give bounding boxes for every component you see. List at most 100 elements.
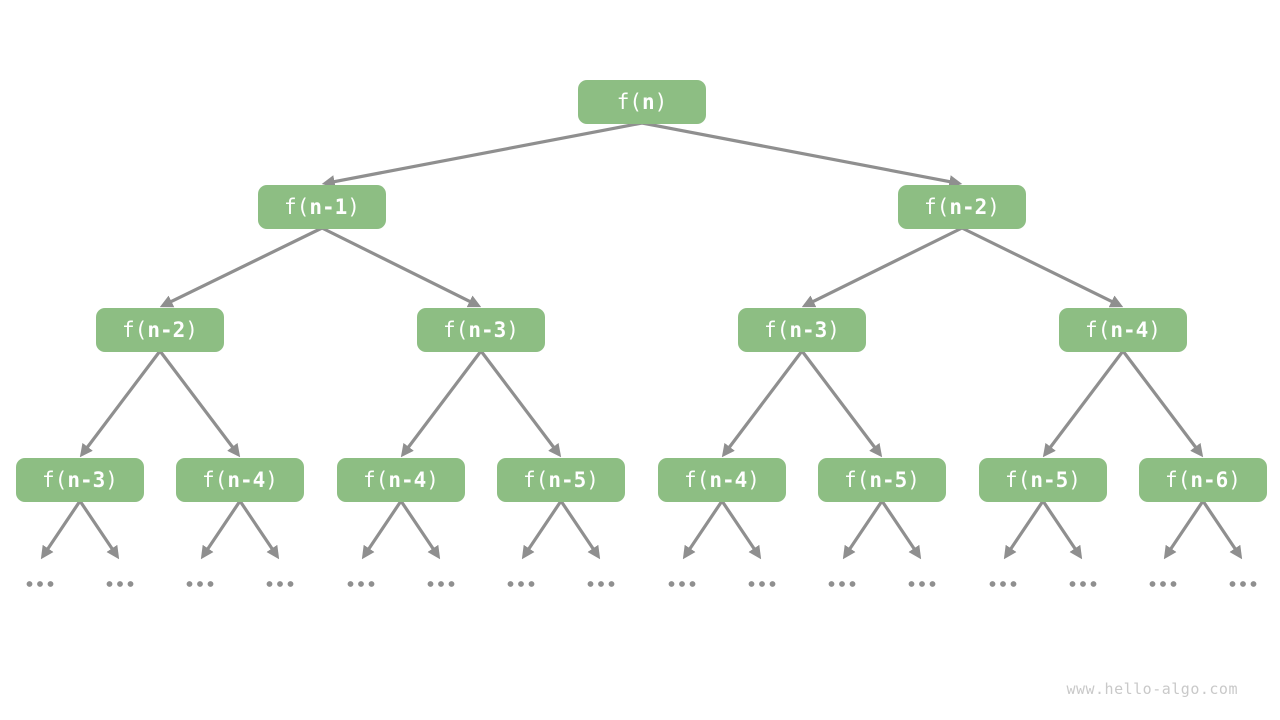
ellipsis-dots-layer	[26, 581, 1257, 587]
node-label-suffix: )	[586, 467, 599, 492]
node-label-argument: n-5	[548, 467, 587, 492]
edge-root-R	[641, 121, 963, 188]
node-label-prefix: f(	[42, 467, 68, 492]
node-label-prefix: f(	[523, 467, 549, 492]
leaf-arrow-LRR-left	[521, 500, 563, 560]
edge-R-RL	[801, 226, 963, 308]
tree-node-LRR: f(n-5)	[497, 458, 625, 502]
ellipsis-dot	[207, 581, 214, 587]
ellipsis-RRR-left	[1149, 581, 1177, 587]
leaf-arrow-LRL-left	[361, 500, 403, 560]
ellipsis-RRL-right	[1069, 581, 1097, 587]
node-label-argument: n-1	[309, 194, 348, 219]
node-label-prefix: f(	[284, 194, 310, 219]
leaf-arrow-LRR-right	[559, 500, 601, 560]
ellipsis-dot	[908, 581, 915, 587]
ellipsis-dot	[668, 581, 675, 587]
ellipsis-dot	[828, 581, 835, 587]
ellipsis-dot	[769, 581, 776, 587]
node-label-suffix: )	[907, 467, 920, 492]
tree-node-RLL: f(n-4)	[658, 458, 786, 502]
ellipsis-dot	[759, 581, 765, 587]
edge-RR-RRR	[1121, 350, 1204, 458]
tree-node-root: f(n)	[578, 80, 706, 124]
ellipsis-dot	[689, 581, 696, 587]
node-label-prefix: f(	[363, 467, 389, 492]
ellipsis-dot	[1250, 581, 1257, 587]
leaf-arrow-RRR-right	[1201, 500, 1243, 560]
ellipsis-LRR-left	[507, 581, 535, 587]
ellipsis-dot	[1090, 581, 1097, 587]
ellipsis-dot	[287, 581, 294, 587]
ellipsis-dot	[127, 581, 134, 587]
ellipsis-dot	[1010, 581, 1017, 587]
node-label-prefix: f(	[1085, 317, 1111, 342]
ellipsis-dot	[598, 581, 604, 587]
ellipsis-dot	[347, 581, 354, 587]
ellipsis-dot	[117, 581, 123, 587]
node-label-argument: n-5	[1030, 467, 1069, 492]
ellipsis-dot	[679, 581, 685, 587]
ellipsis-dot	[1080, 581, 1086, 587]
ellipsis-dot	[368, 581, 375, 587]
node-label-suffix: )	[827, 317, 840, 342]
ellipsis-dot	[507, 581, 514, 587]
tree-node-L: f(n-1)	[258, 185, 386, 229]
ellipsis-dot	[929, 581, 936, 587]
ellipsis-LLR-left	[186, 581, 214, 587]
leaf-arrow-LLR-left	[200, 500, 242, 560]
tree-node-LL: f(n-2)	[96, 308, 224, 352]
ellipsis-dot	[528, 581, 535, 587]
node-label-suffix: )	[747, 467, 760, 492]
tree-node-RRL: f(n-5)	[979, 458, 1107, 502]
node-label-suffix: )	[426, 467, 439, 492]
edge-root-L	[321, 121, 643, 188]
tree-node-LLL: f(n-3)	[16, 458, 144, 502]
node-label-suffix: )	[105, 467, 118, 492]
node-label-argument: n-4	[227, 467, 266, 492]
node-label-argument: n-3	[67, 467, 106, 492]
edge-R-RR	[961, 226, 1124, 308]
ellipsis-dot	[849, 581, 856, 587]
node-label-argument: n-2	[949, 194, 988, 219]
ellipsis-dot	[587, 581, 594, 587]
leaf-arrow-RRR-left	[1163, 500, 1205, 560]
node-label-prefix: f(	[684, 467, 710, 492]
edge-LR-LRL	[400, 350, 483, 458]
tree-node-RLR: f(n-5)	[818, 458, 946, 502]
ellipsis-RLR-right	[908, 581, 936, 587]
ellipsis-dot	[1240, 581, 1246, 587]
leaf-continuation-arrows	[40, 500, 1243, 560]
ellipsis-LRL-right	[427, 581, 455, 587]
tree-node-LR: f(n-3)	[417, 308, 545, 352]
ellipsis-dot	[839, 581, 845, 587]
node-label-suffix: )	[506, 317, 519, 342]
node-label-argument: n-4	[1110, 317, 1149, 342]
ellipsis-dot	[1149, 581, 1156, 587]
node-label-argument: n-3	[789, 317, 828, 342]
tree-node-RL: f(n-3)	[738, 308, 866, 352]
leaf-arrow-RLL-left	[682, 500, 724, 560]
tree-node-R: f(n-2)	[898, 185, 1026, 229]
ellipsis-LRR-right	[587, 581, 615, 587]
node-label-suffix: )	[654, 89, 668, 114]
node-label-suffix: )	[1148, 317, 1161, 342]
node-label-prefix: f(	[844, 467, 870, 492]
node-label-prefix: f(	[122, 317, 148, 342]
node-label-prefix: f(	[202, 467, 228, 492]
ellipsis-LRL-left	[347, 581, 375, 587]
ellipsis-dot	[1170, 581, 1177, 587]
node-label-argument: n-3	[468, 317, 507, 342]
ellipsis-dot	[358, 581, 364, 587]
edge-L-LL	[159, 226, 323, 308]
ellipsis-dot	[106, 581, 113, 587]
leaf-arrow-LLL-right	[78, 500, 120, 560]
node-label-argument: n-2	[147, 317, 186, 342]
ellipsis-RRL-left	[989, 581, 1017, 587]
watermark-text: www.hello-algo.com	[1066, 680, 1238, 698]
tree-node-RRR: f(n-6)	[1139, 458, 1267, 502]
node-label-prefix: f(	[764, 317, 790, 342]
edge-LL-LLL	[79, 350, 162, 458]
